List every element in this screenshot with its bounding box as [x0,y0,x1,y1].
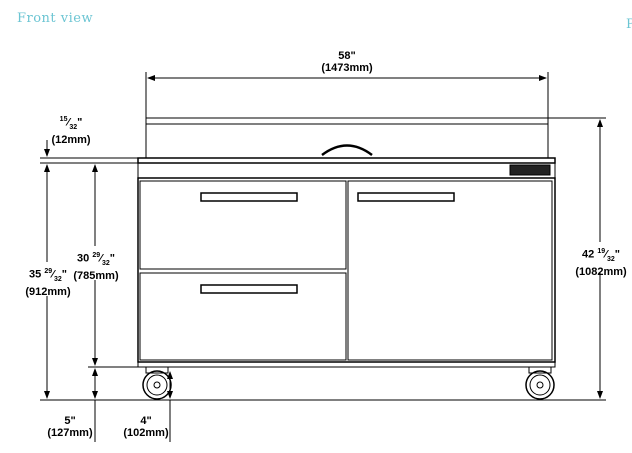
top-offset-mm: (12mm) [51,133,91,146]
control-strip [137,162,556,179]
inch-mark: " [77,116,83,129]
cabinet-height-mm: (785mm) [73,269,119,282]
frac-num: 29 [92,252,101,259]
caster-dimension: 4" (102mm) [118,415,174,439]
body-height-mm: (912mm) [25,285,71,298]
control-panel [509,164,551,176]
base-rail [137,361,556,368]
door-handle [357,192,455,202]
door [347,180,553,361]
caster-left [142,366,172,400]
caster-mm: (102mm) [123,427,169,439]
frac-num: 19 [597,248,606,255]
overall-height-dimension: 42 19⁄32" (1082mm) [570,246,632,278]
width-mm: (1473mm) [321,62,373,74]
width-dimension: 58" (1473mm) [310,50,384,74]
whole: 35 [29,268,42,281]
drawer-top-handle [200,192,298,202]
leg-mm: (127mm) [47,427,93,439]
next-view-title: P [626,17,632,32]
countertop [137,157,556,164]
top-offset-dimension: 15⁄32" (12mm) [46,114,96,146]
drawer-bottom [139,272,347,361]
caster-inch: 4" [140,415,152,427]
drawer-top [139,180,347,270]
frac-den: 32 [101,259,110,267]
view-title: Front view [17,11,94,26]
frac-den: 32 [69,123,78,131]
drawer-bottom-handle [200,284,298,294]
cabinet-height-dimension: 30 29⁄32" (785mm) [66,250,126,282]
lid-handle [321,144,373,157]
whole: 30 [77,252,90,265]
frac-den: 32 [53,275,62,283]
width-inch: 58" [338,50,356,62]
leg-inch: 5" [64,415,76,427]
leg-height-dimension: 5" (127mm) [42,415,98,439]
body-height-dimension: 35 29⁄32" (912mm) [18,266,78,298]
caster-right [525,366,555,400]
frac-den: 32 [606,255,615,263]
whole: 42 [582,248,595,261]
overall-height-mm: (1082mm) [575,265,627,278]
frac-num: 29 [44,268,53,275]
frac-num: 15 [59,116,68,123]
